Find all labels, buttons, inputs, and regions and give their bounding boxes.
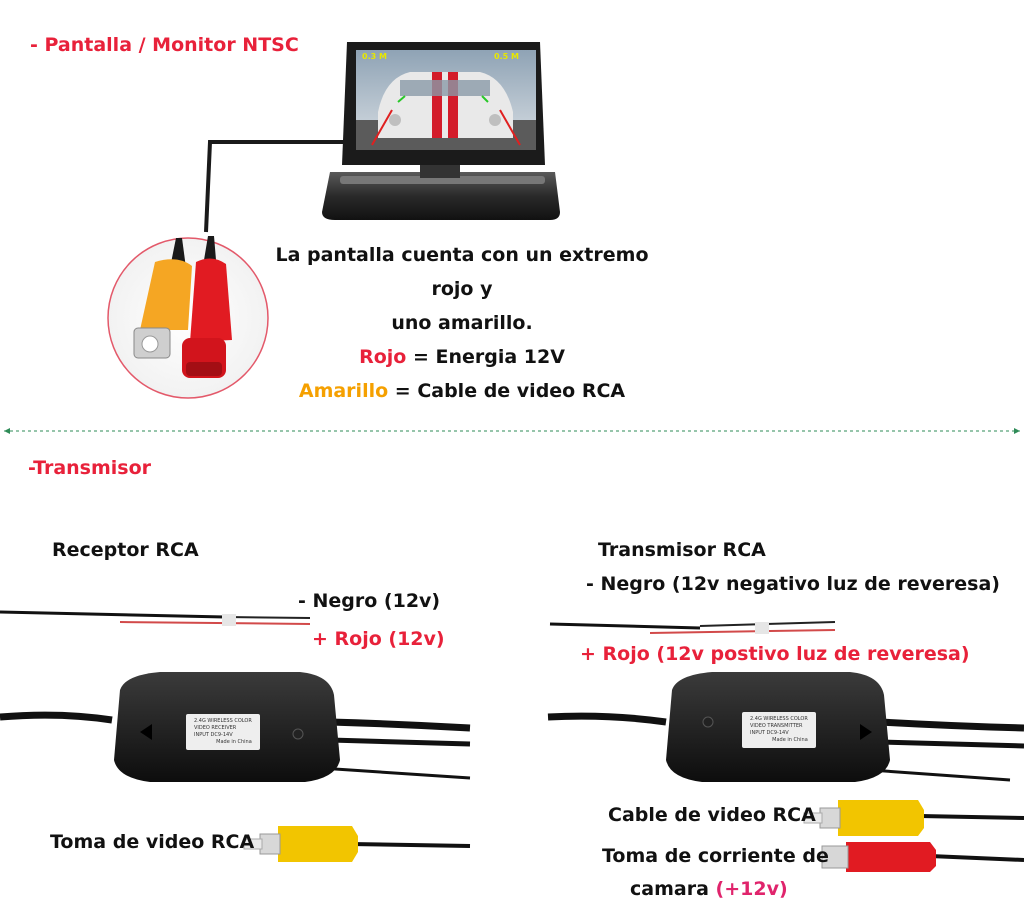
transmitter-power-jack xyxy=(821,842,1024,872)
transmitter-power-jack-label-2: camara (+12v) xyxy=(630,878,788,900)
receiver-cable-right2 xyxy=(329,737,471,747)
receiver-cable-left xyxy=(0,711,113,724)
receiver-title: Receptor RCA xyxy=(52,539,199,561)
receiver-sticker-line4: Made in China xyxy=(216,739,252,745)
red-word: Rojo xyxy=(359,346,407,368)
screen-distance-right: 0.5 M xyxy=(494,52,519,61)
receiver-cable-tail xyxy=(319,766,471,780)
transmitter-sticker: 2.4G WIRELESS COLOR VIDEO TRANSMITTER IN… xyxy=(742,712,816,748)
transmitter-title: Transmisor RCA xyxy=(598,539,766,561)
transmitter-power-wires xyxy=(549,621,836,634)
receiver-sticker-line3: INPUT DC9-14V xyxy=(194,732,233,738)
yellow-word: Amarillo xyxy=(298,380,389,402)
transmitter-cable-left xyxy=(547,712,667,726)
monitor-description: La pantalla cuenta con un extremo rojo y… xyxy=(252,238,672,408)
monitor-screen xyxy=(342,42,545,165)
yellow-wire-line: Amarillo = Cable de video RCA xyxy=(252,374,672,408)
monitor-cable xyxy=(204,140,343,233)
transmitter-video-cable-label: Cable de video RCA xyxy=(608,804,816,826)
monitor-section-title: - Pantalla / Monitor NTSC xyxy=(30,34,299,56)
monitor-base xyxy=(322,160,560,220)
transmitter-red-wire-label: + Rojo (12v postivo luz de reveresa) xyxy=(580,643,970,665)
transmitter-cable-right xyxy=(879,718,1024,732)
transmitter-section-title: -Transmisor xyxy=(28,457,152,479)
receiver-video-jack-label: Toma de video RCA xyxy=(50,831,255,853)
receiver-sticker-line2: VIDEO RECEIVER xyxy=(194,725,237,731)
receiver-video-rca xyxy=(243,826,471,862)
transmitter-sticker-line1: 2.4G WIRELESS COLOR xyxy=(750,716,808,722)
transmitter-cable-tail xyxy=(869,768,1011,782)
transmitter-sticker-line3: INPUT DC9-14V xyxy=(750,730,789,736)
receiver-sticker: 2.4G WIRELESS COLOR VIDEO RECEIVER INPUT… xyxy=(186,714,260,750)
receiver-sticker-line1: 2.4G WIRELESS COLOR xyxy=(194,718,252,724)
receiver-cable-right xyxy=(329,718,471,732)
screen-distance-left: 0.3 M xyxy=(362,52,387,61)
receiver-red-wire-label: + Rojo (12v) xyxy=(312,628,445,650)
camera-voltage: (+12v) xyxy=(715,878,788,900)
description-line1: La pantalla cuenta con un extremo rojo y xyxy=(275,244,649,300)
yellow-meaning: = Cable de video RCA xyxy=(394,380,626,402)
transmitter-video-rca xyxy=(803,800,1024,836)
receiver-black-wire-label: - Negro (12v) xyxy=(298,590,441,612)
camera-word: camara xyxy=(630,878,709,900)
section-divider xyxy=(4,428,1020,434)
transmitter-sticker-line4: Made in China xyxy=(772,737,808,743)
description-line2: uno amarillo. xyxy=(391,312,533,334)
transmitter-sticker-line2: VIDEO TRANSMITTER xyxy=(750,723,803,729)
receiver-power-wires xyxy=(0,610,311,626)
transmitter-cable-right2 xyxy=(879,739,1024,749)
connector-zoom-circle xyxy=(107,236,269,399)
transmitter-black-wire-label: - Negro (12v negativo luz de reveresa) xyxy=(586,573,1000,595)
red-wire-line: Rojo = Energia 12V xyxy=(252,340,672,374)
red-meaning: = Energia 12V xyxy=(412,346,565,368)
transmitter-power-jack-label: Toma de corriente de xyxy=(602,845,829,867)
